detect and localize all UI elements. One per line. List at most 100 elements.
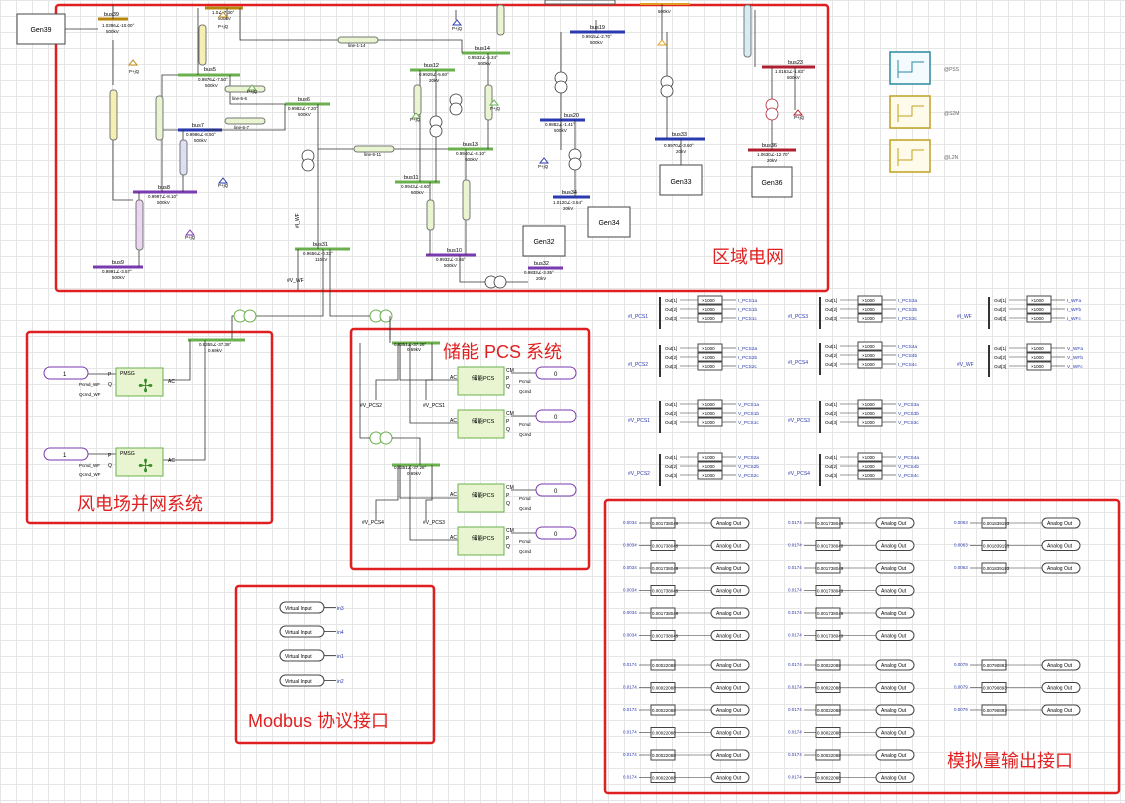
bus-bus20[interactable]: bus20 0.9882∠-1.41° 500kV [540,113,585,133]
generator-gen34[interactable]: Gen34 [587,206,631,238]
load-1[interactable]: P+jQ [127,59,140,74]
loads[interactable]: P+jQ P+jQ P+jQ P+jQ P+jQ P+jQ P+jQ P+jQ … [127,9,805,240]
bus-bus9[interactable]: bus9 0.9991∠-3.57° 500kV [93,260,143,280]
load-4[interactable]: P+jQ [217,177,229,188]
bus-bus11[interactable]: bus11 0.9943∠-4.60° 500kV [395,175,440,195]
bus-bus8[interactable]: bus8 0.9997∠-8.10° 500kV [133,185,197,205]
generator-gen36[interactable]: Gen36 [751,166,793,198]
pcs-mode-const[interactable] [535,526,577,540]
load-11[interactable]: P+jQ [451,19,463,31]
load-10[interactable]: P+jQ [792,109,805,120]
pcs-mode-const[interactable] [535,366,577,380]
grid-transformers[interactable] [301,71,779,289]
pcs-bus-2[interactable]: 0.9351∠-37.28° 0.69kV [392,463,440,476]
load-7[interactable]: P+jQ [488,99,501,111]
bus-bus6[interactable]: bus6 0.9982∠-7.20° 500kV [285,97,330,117]
load-3[interactable]: P+jQ [246,84,258,94]
bus-bus23[interactable]: bus23 1.0163∠-1.83° 500kV [762,60,815,80]
load-9[interactable]: 500kV [656,9,671,46]
pcs-mode-const[interactable] [535,483,577,497]
bus-bus33[interactable]: bus33 0.9970∠-3.60° 20kV [655,132,705,154]
pcs-sub-transformer[interactable] [369,431,393,445]
wf-unit-1[interactable]: 1 PMSG P Q Pcmd_WF Qcmd_WF AC ✢ [43,366,175,397]
generator-gen39[interactable]: Gen39 [16,13,66,45]
bus-bus39[interactable]: bus39 1.0396∠-10.00° 500kV [98,12,135,34]
load-5[interactable]: P+jQ [184,229,196,240]
legend-l2n[interactable]: @L2N [889,139,959,173]
bus-bus14[interactable]: bus14 0.9532∠-5.34° 500kV [462,46,510,66]
pcs-bus-1[interactable]: 0.9351∠-37.28° 0.69kV [392,341,440,352]
legend-pss[interactable]: @PSS [889,51,960,85]
load-8[interactable]: P+jQ [538,157,550,169]
bus-bus10[interactable]: bus10 0.9932∠-3.65° 500kV [426,248,476,268]
generator-gen33[interactable]: Gen33 [659,164,703,196]
wf-unit-2[interactable]: 1 PMSG P Q Pcmd_WF Qcmd_WF AC ✢ [43,447,175,477]
bus-bus13[interactable]: bus13 0.9940∠-4.10° 500kV [448,142,493,162]
bus-bus32[interactable]: bus32 0.9833∠-3.35° 20kV [524,261,563,281]
load-6[interactable]: P+jQ [410,112,422,122]
bus-bus34[interactable]: bus34 1.0120∠-3.64° 20kV [553,190,590,211]
wf-bus[interactable]: 0.9355∠-37.38° 0.69kV [188,338,245,353]
bus-bus31[interactable]: bus31 0.9656∠-0.33° 110kV [295,242,350,262]
bus-bus12[interactable]: bus12 0.9929∠-5.60° 20kV [410,63,455,83]
bus-bus5[interactable]: bus5 0.9976∠-7.50° 500kV [178,67,240,88]
pcs-mode-const[interactable] [535,409,577,423]
wf-main-transformer[interactable] [233,309,257,323]
bus-bus19[interactable]: bus19 0.9915∠-2.70° 500kV [570,25,625,45]
generator-gen32[interactable]: Gen32 [522,225,566,257]
pcs-main-transformer[interactable] [369,309,393,323]
load-2[interactable]: P+jQ [217,11,229,29]
